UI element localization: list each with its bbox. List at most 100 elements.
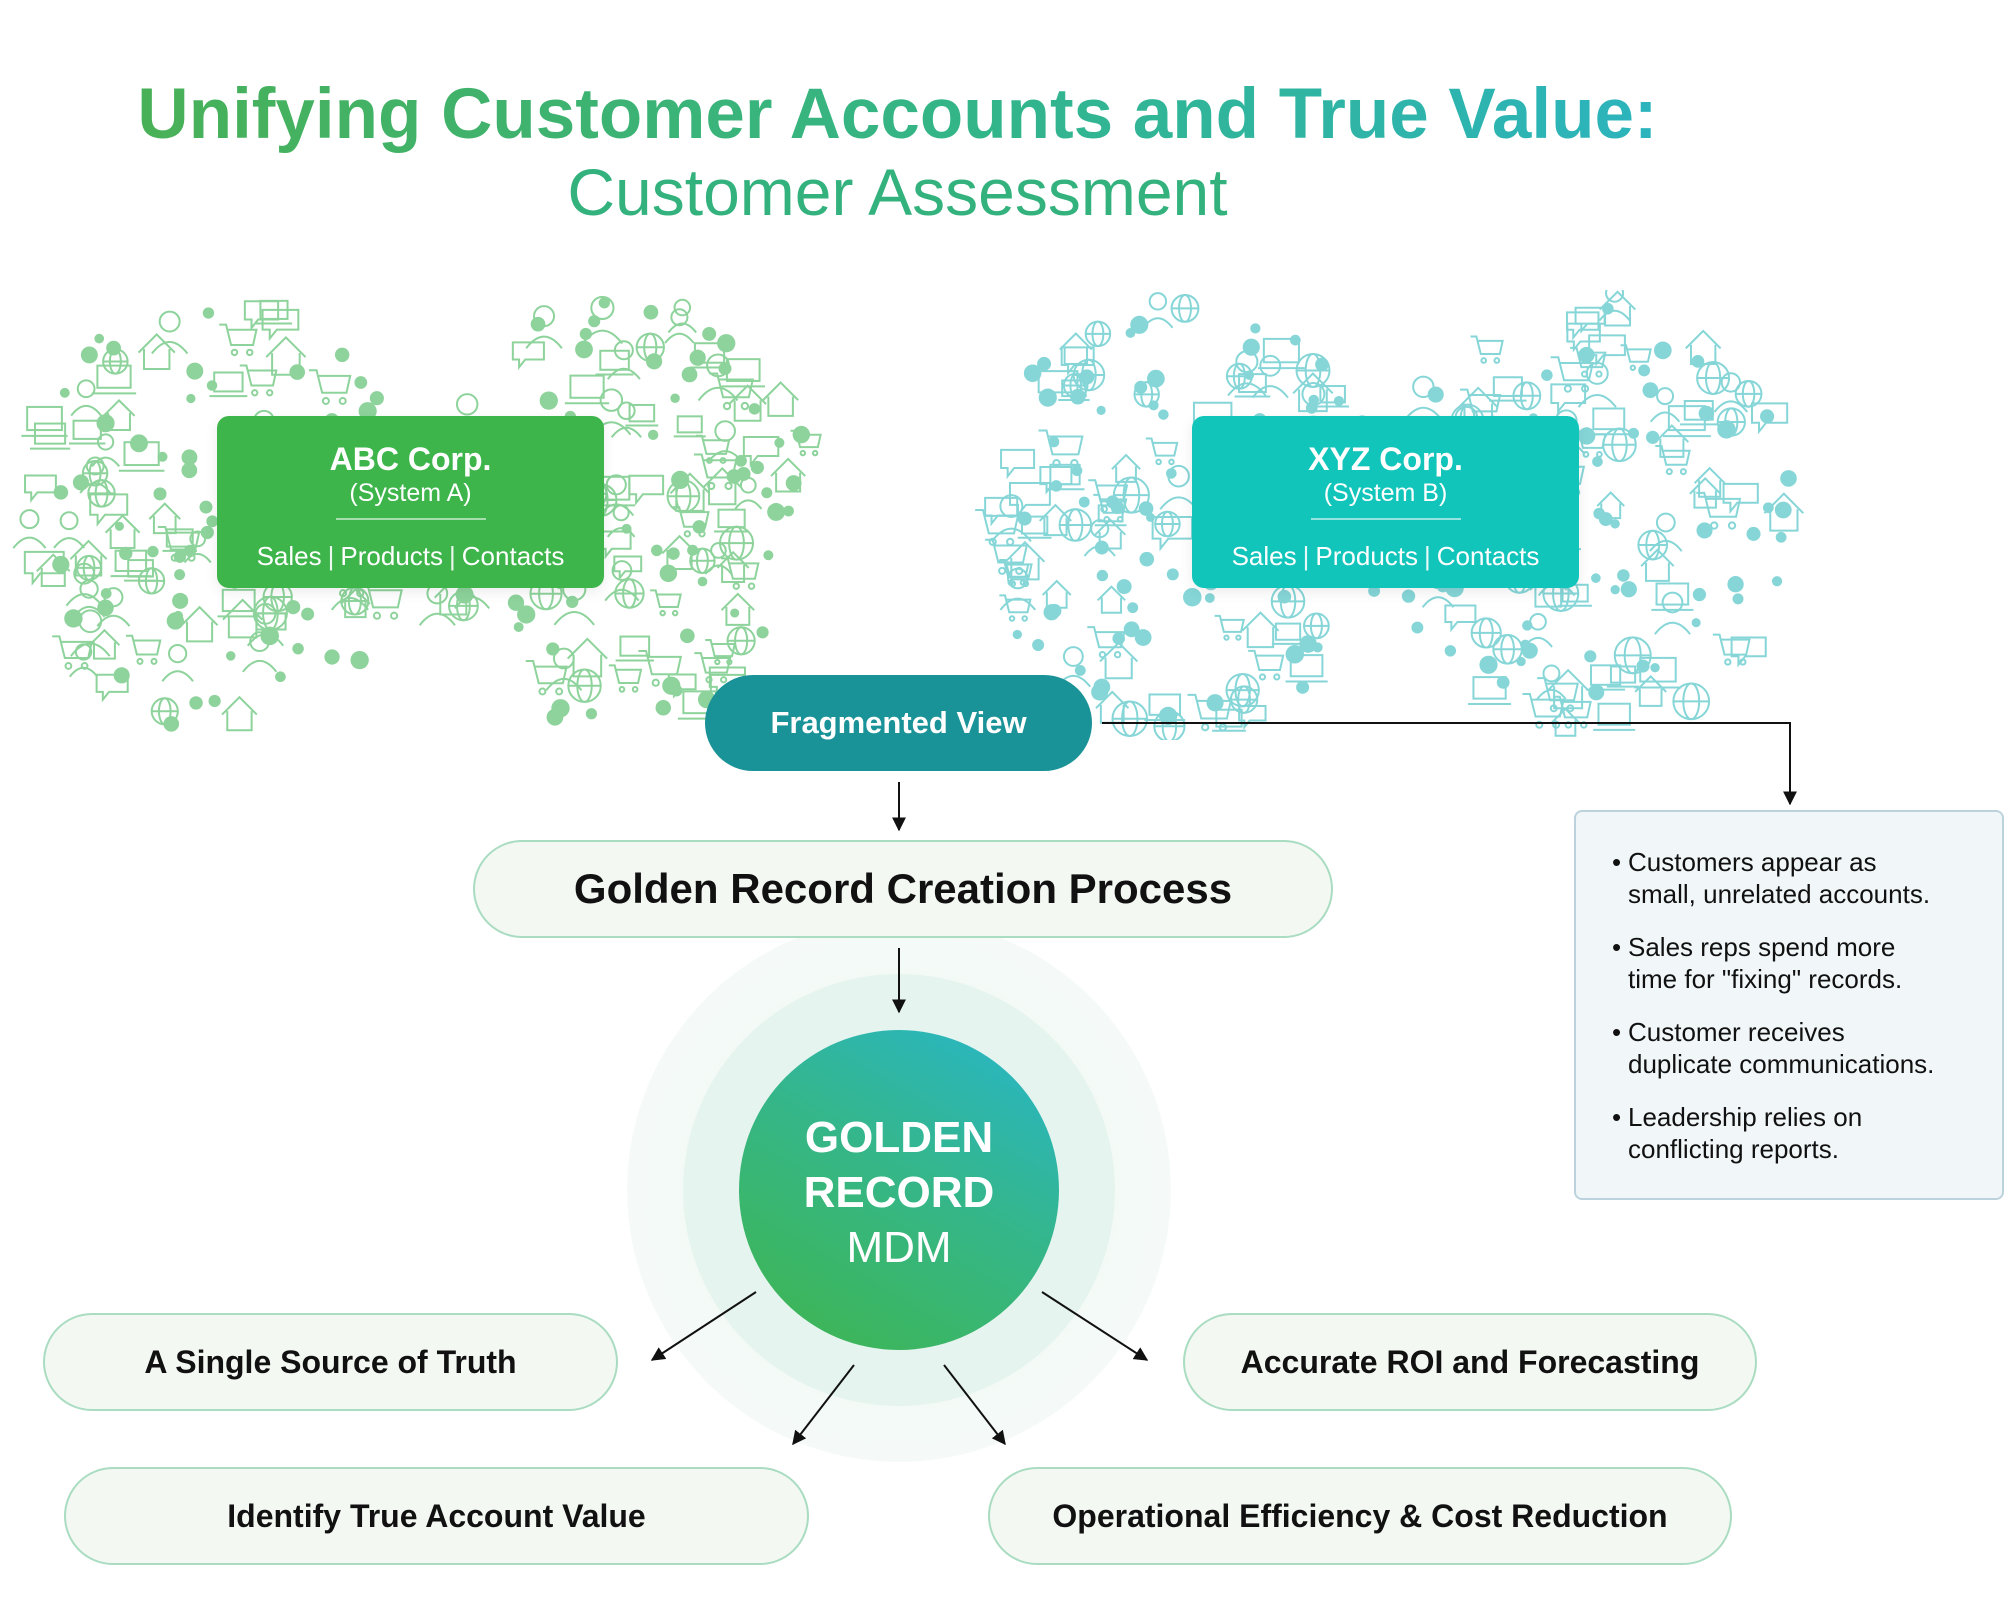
person-icon: [734, 476, 763, 510]
system-a-label: (System A): [349, 479, 472, 507]
dot-icon: [539, 391, 558, 410]
house-icon: [1693, 466, 1726, 498]
dot-icon: [292, 642, 304, 655]
dot-icon: [566, 595, 579, 609]
globe-icon: [1613, 636, 1652, 675]
benefit-true-account-value: Identify True Account Value: [64, 1467, 809, 1565]
dot-icon: [1636, 659, 1650, 673]
person-icon: [706, 420, 744, 464]
dot-icon: [80, 346, 98, 364]
system-b-card: XYZ Corp. (System B) Sales|Products|Cont…: [1192, 416, 1579, 588]
arrow-frag-to-issues: [1102, 722, 1797, 806]
dot-icon: [1620, 581, 1637, 598]
dot-icon: [157, 451, 168, 462]
person-icon: [53, 511, 86, 549]
dot-icon: [647, 429, 659, 441]
dot-icon: [1516, 656, 1526, 667]
dot-icon: [702, 326, 717, 341]
house-icon: [1059, 332, 1093, 365]
dot-icon: [153, 487, 167, 501]
dot-icon: [1617, 569, 1630, 582]
page-subtitle: Customer Assessment: [567, 155, 1228, 229]
cart-icon: [1145, 437, 1179, 466]
globe-icon: [1637, 529, 1669, 561]
person-icon: [990, 494, 1032, 542]
dot-icon: [1584, 650, 1597, 663]
person-icon: [183, 530, 212, 564]
person-icon: [70, 379, 102, 417]
chat-icon: [1550, 383, 1587, 415]
core-line-2: RECORD: [803, 1168, 995, 1217]
dot-icon: [1148, 400, 1159, 411]
dot-icon: [286, 600, 301, 615]
system-a-items: Sales|Products|Contacts: [256, 541, 565, 571]
dot-icon: [1096, 569, 1109, 582]
dot-icon: [507, 594, 525, 611]
dot-icon: [598, 297, 610, 309]
arrow-core-to-value: [792, 1364, 855, 1446]
dot-icon: [1774, 501, 1792, 519]
dot-icon: [643, 304, 659, 320]
chat-icon: [511, 341, 545, 371]
house-icon: [1004, 540, 1046, 581]
dot-icon: [173, 550, 187, 563]
laptop-icon: [1651, 582, 1694, 611]
cart-icon: [693, 453, 738, 491]
dot-icon: [774, 437, 785, 448]
dot-icon: [173, 610, 184, 621]
chat-icon: [261, 308, 300, 342]
dot-icon: [689, 349, 706, 366]
issue-text-line: small, unrelated accounts.: [1628, 879, 1931, 909]
dot-icon: [113, 667, 130, 684]
globe-icon: [87, 479, 116, 508]
golden-record-core: GOLDEN RECORD MDM: [739, 1030, 1059, 1350]
laptop-icon: [1606, 665, 1640, 688]
person-icon: [664, 308, 695, 344]
cart-icon: [1712, 633, 1751, 666]
person-icon: [1654, 591, 1691, 635]
dot-icon: [208, 694, 221, 708]
dot-icon: [1165, 468, 1177, 479]
system-b-name: XYZ Corp.: [1308, 441, 1463, 477]
dot-icon: [1691, 618, 1701, 628]
laptop-icon: [1058, 379, 1090, 402]
cart-icon: [125, 634, 162, 665]
person-icon: [1083, 519, 1116, 557]
dot-icon: [1479, 655, 1498, 674]
house-icon: [1685, 329, 1722, 366]
dot-icon: [1206, 694, 1224, 712]
dot-icon: [717, 334, 736, 353]
globe-icon: [1734, 379, 1763, 408]
globe-icon: [448, 590, 479, 622]
globe-icon: [1229, 685, 1259, 714]
globe-icon: [614, 578, 645, 609]
globe-icon: [1170, 293, 1200, 323]
dot-icon: [301, 607, 315, 621]
dot-icon: [174, 569, 186, 581]
globe-icon: [1716, 407, 1746, 437]
dot-icon: [1139, 551, 1155, 567]
dot-icon: [1158, 706, 1178, 726]
dot-icon: [1123, 621, 1140, 638]
globe-icon: [1112, 476, 1150, 514]
globe-icon: [1696, 361, 1731, 396]
chat-icon: [628, 474, 665, 506]
system-b-label: (System B): [1323, 479, 1448, 507]
globe-icon: [1470, 617, 1502, 649]
house-icon: [1111, 453, 1141, 483]
house-icon: [69, 539, 108, 577]
globe-icon: [1303, 612, 1330, 640]
dot-icon: [1116, 579, 1132, 595]
dot-icon: [1427, 386, 1444, 403]
dot-icon: [1401, 589, 1416, 603]
dot-icon: [756, 626, 769, 639]
dot-icon: [1771, 576, 1783, 587]
dot-icon: [621, 523, 632, 534]
core-line-1: GOLDEN: [804, 1113, 994, 1162]
system-a-item-products: Products: [340, 541, 444, 571]
dot-icon: [181, 462, 198, 479]
system-a-item-sales: Sales: [256, 541, 322, 571]
